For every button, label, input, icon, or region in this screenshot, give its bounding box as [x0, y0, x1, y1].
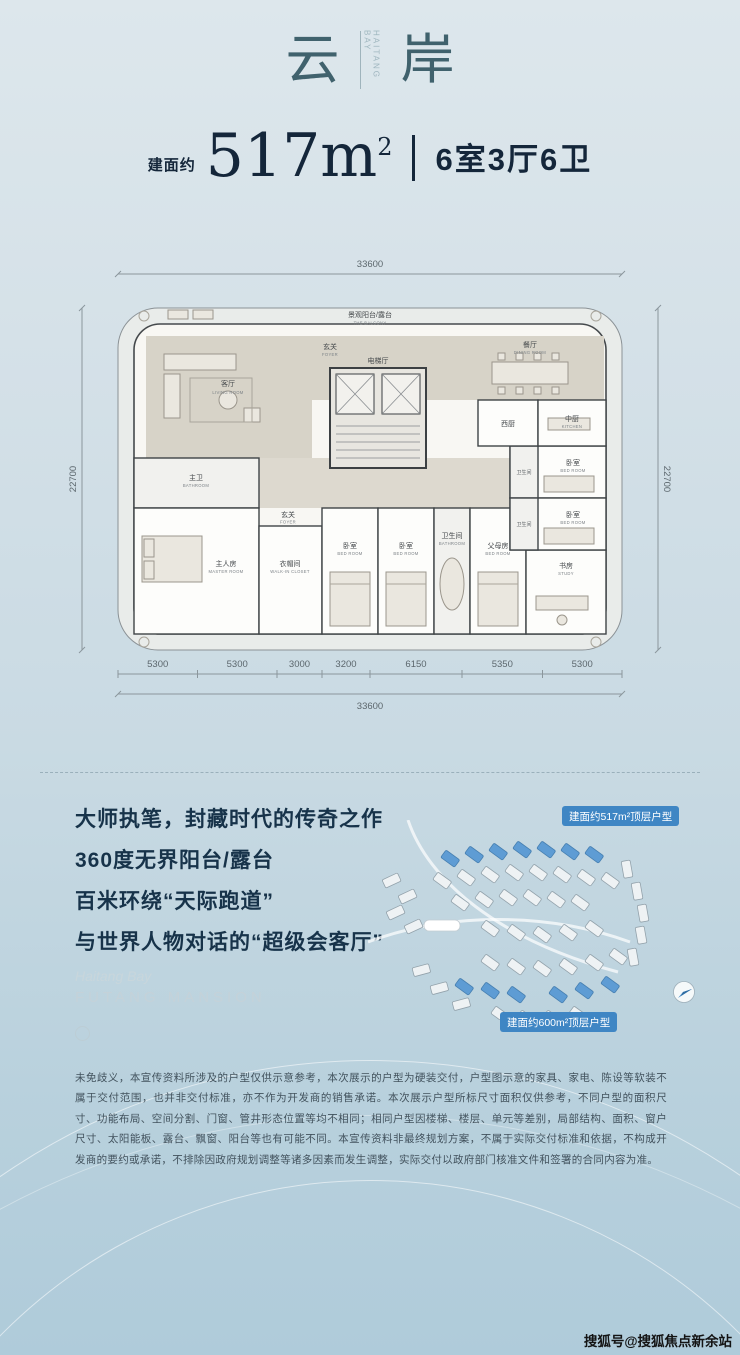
room-labels: 景观阳台/露台 THE BALCONY 客厅 LIVING ROOM 玄关 FO…: [183, 310, 586, 576]
disclaimer-text: 未免歧义，本宣传资料所涉及的户型仅供示意参考，本次展示的户型为硬装交付，户型图示…: [75, 1072, 667, 1166]
dim-top: 33600: [357, 259, 383, 270]
room-label: 卫生间: [516, 469, 531, 476]
title-divider-line: [359, 31, 361, 90]
title-char-1: 云: [285, 28, 340, 91]
marketing-line: 与世界人物对话的“超级会客厅”: [75, 931, 384, 955]
room-label-en: BED ROOM: [560, 520, 585, 525]
room-label: 主人房: [216, 559, 237, 568]
marketing-copy: 大师执笔，封藏时代的传奇之作 360度无界阳台/露台 百米环绕“天际跑道” 与世…: [75, 808, 384, 973]
room-label-en: THE BALCONY: [354, 321, 387, 326]
room-label: 景观阳台/露台: [348, 310, 392, 319]
siteplan-buildings: [382, 841, 650, 1020]
title-en-vertical: HAITANG BAY: [362, 30, 381, 80]
room-label: 主卫: [189, 473, 203, 482]
room-label-en: BED ROOM: [393, 551, 418, 556]
room-label: 卧室: [566, 510, 580, 519]
room-label: 中厨: [565, 414, 579, 423]
brand-script: Haitang Bay: [75, 968, 152, 984]
room-label: 西厨: [501, 420, 515, 428]
siteplan-label-600: 建面约600m²顶层户型: [500, 1012, 618, 1032]
watermark-credit: 搜狐号@搜狐焦点新余站: [583, 1334, 732, 1349]
room-label: 玄关: [281, 510, 295, 519]
area-superscript: 2: [377, 133, 393, 161]
compass-icon: [673, 981, 695, 1003]
floorplan: 33600 22700 22700 5300 5300 3000 3200 61…: [68, 259, 672, 712]
room-label: 卧室: [399, 541, 413, 550]
room-label-en: LIVING ROOM: [212, 390, 243, 395]
siteplan-map: [368, 820, 695, 1020]
dim-right: 22700: [661, 466, 672, 492]
room-label: 书房: [559, 561, 573, 570]
brand-watermark: Haitang Bay FUTANG MANSION: [75, 968, 266, 1041]
dim-bottom-total: 33600: [357, 701, 383, 712]
scroll-indicator-icon: [75, 1026, 90, 1041]
room-label: 卫生间: [442, 531, 463, 540]
room-label: 玄关: [323, 342, 337, 351]
room-label-en: WALK-IN CLOSET: [270, 569, 310, 574]
marketing-line: 大师执笔，封藏时代的传奇之作: [75, 808, 383, 831]
room-label-en: BATHROOM: [183, 483, 209, 488]
room-label-en: KITCHEN: [562, 424, 582, 429]
dim-seg: 3200: [335, 659, 356, 670]
title-divider: HAITANG BAY: [359, 30, 381, 90]
room-label-en: MASTER ROOM: [209, 569, 244, 574]
room-label-en: BED ROOM: [485, 551, 510, 556]
room-label-en: FOYER: [322, 352, 338, 357]
marketing-line: 360度无界阳台/露台: [75, 849, 274, 873]
furniture-layer: [138, 309, 602, 648]
room-label: 餐厅: [523, 340, 537, 349]
room-label: 卫生间: [516, 521, 531, 528]
room-label: 电梯厅: [368, 356, 389, 365]
room-label-en: FOYER: [280, 520, 296, 525]
dim-seg: 5300: [572, 659, 593, 670]
room-label-en: BED ROOM: [337, 551, 362, 556]
marketing-line: 百米环绕“天际跑道”: [75, 890, 274, 914]
title-block: 云 HAITANG BAY 岸: [0, 28, 740, 93]
room-label-en: BATHROOM: [439, 541, 465, 546]
site-plan: 建面约517m²顶层户型: [368, 800, 720, 1045]
area-prefix: 建面约: [147, 157, 196, 174]
room-label: 父母房: [488, 541, 509, 550]
room-label: 客厅: [221, 379, 235, 388]
section-divider: [40, 772, 700, 773]
area-value: 517m2: [206, 126, 393, 186]
room-label: 卧室: [566, 458, 580, 467]
dimension-lines: 33600 22700 22700 5300 5300 3000 3200 61…: [68, 259, 672, 712]
dim-seg: 5300: [147, 659, 168, 670]
dim-left: 22700: [68, 466, 79, 492]
elevator-core: [329, 367, 427, 469]
room-label: 卧室: [343, 541, 357, 550]
spec-row: 建面约 517m2 6室3厅6卫: [0, 126, 740, 186]
brand-caps: FUTANG MANSION: [75, 989, 266, 1006]
room-count: 6室3厅6卫: [435, 142, 593, 177]
title-char-2: 岸: [400, 28, 455, 91]
room-label-en: BED ROOM: [560, 468, 585, 473]
room-label: 衣帽间: [280, 559, 301, 568]
room-label-en: STUDY: [558, 571, 574, 576]
background-arc: [0, 1180, 740, 1355]
area-number: 517m: [205, 121, 378, 191]
dim-seg: 6150: [405, 659, 426, 670]
dim-seg: 3000: [289, 659, 310, 670]
spec-divider: [412, 135, 416, 181]
room-label-en: DINING ROOM: [514, 350, 546, 355]
siteplan-label-517: 建面约517m²顶层户型: [562, 806, 680, 826]
dim-seg: 5350: [492, 659, 513, 670]
dim-seg: 5300: [227, 659, 248, 670]
